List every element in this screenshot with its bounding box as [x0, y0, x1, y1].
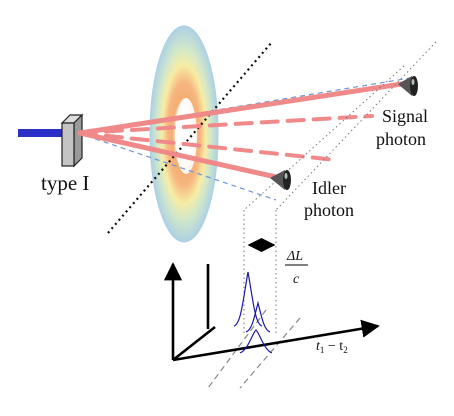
idler-label-line1: Idler — [312, 178, 346, 198]
time-axis-label: t1 − t2 — [316, 339, 348, 355]
guide-lines — [243, 41, 437, 336]
idler-beam — [77, 130, 279, 180]
type-i-crystal — [60, 113, 84, 168]
pulse-tall — [233, 271, 263, 327]
cone-edges — [77, 76, 417, 201]
axes — [163, 262, 380, 362]
idler-beam-dashed — [78, 131, 338, 162]
signal-beam-dashed — [78, 114, 374, 135]
pump-beam — [18, 129, 68, 137]
signal-label-line2: photon — [376, 129, 426, 149]
emission-ring — [149, 25, 219, 243]
photon-beams — [77, 80, 411, 180]
pulse-short — [245, 300, 271, 333]
delay-numerator: ΔL — [286, 249, 303, 264]
delay-denominator: c — [293, 272, 300, 287]
pulse-baselines — [207, 309, 301, 389]
signal-beam — [77, 80, 411, 136]
pulse-lower — [239, 329, 273, 354]
time-axis-line — [172, 319, 380, 362]
coincidence-pulses — [233, 271, 273, 354]
signal-label-line1: Signal — [382, 106, 428, 126]
idler-label-line2: photon — [304, 200, 354, 220]
signal-detector-icon — [398, 76, 418, 96]
crystal-label: type I — [41, 171, 89, 195]
idler-detector-icon — [270, 170, 291, 190]
optic-axis-line — [107, 41, 273, 234]
depth-axis — [172, 325, 216, 362]
